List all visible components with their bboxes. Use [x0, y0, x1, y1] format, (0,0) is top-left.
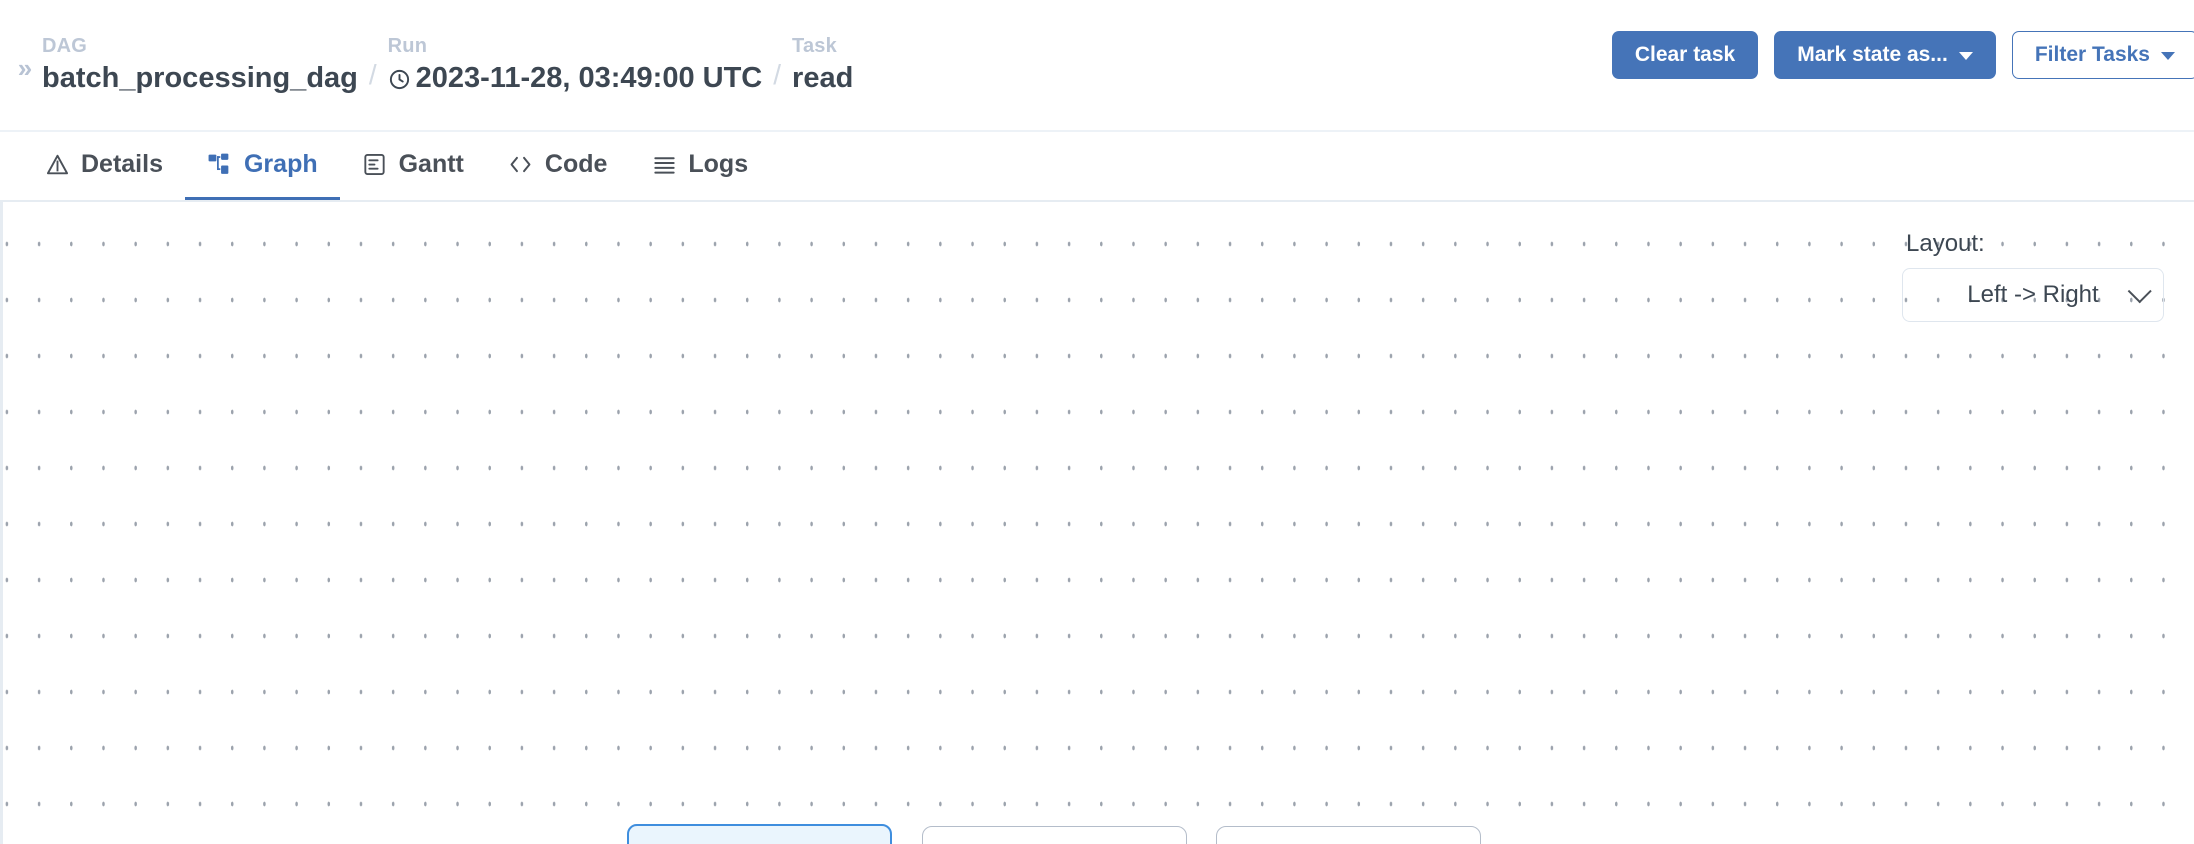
- breadcrumb-dag-value[interactable]: batch_processing_dag: [42, 61, 358, 94]
- layout-label: Layout:: [1906, 230, 1985, 257]
- breadcrumb-run-value: 2023-11-28, 03:49:00 UTC: [415, 61, 763, 94]
- layout-panel: Layout: Left -> Right: [1902, 230, 2164, 322]
- breadcrumb-run-label: Run: [387, 34, 428, 57]
- tab-bar: Details Graph Gantt: [0, 132, 2194, 201]
- alert-triangle-icon: [44, 152, 70, 178]
- breadcrumb-task: Task read: [792, 34, 853, 96]
- tab-code-label: Code: [544, 150, 608, 178]
- page-header: » DAG batch_processing_dag / Run 2023-11…: [0, 0, 2194, 132]
- breadcrumb-task-label: Task: [792, 34, 837, 57]
- gantt-chart-icon: [362, 152, 388, 178]
- breadcrumb-separator-2: /: [773, 58, 782, 90]
- breadcrumb-run-value-wrap[interactable]: 2023-11-28, 03:49:00 UTC: [388, 61, 763, 96]
- tab-details-label: Details: [81, 150, 163, 178]
- list-lines-icon: [651, 152, 677, 178]
- node-graph-icon: [207, 152, 233, 178]
- chevron-down-icon: [2161, 52, 2175, 60]
- graph-node-layer: read success PythonOperator process succ…: [3, 202, 2194, 844]
- clear-task-button[interactable]: Clear task: [1611, 31, 1759, 79]
- graph-canvas[interactable]: Layout: Left -> Right read success Pytho…: [0, 200, 2194, 844]
- tab-gantt-label: Gantt: [398, 150, 464, 178]
- clock-icon: [388, 68, 411, 91]
- tab-logs-label: Logs: [688, 150, 749, 178]
- breadcrumb-dag: DAG batch_processing_dag: [42, 34, 358, 96]
- breadcrumb-task-value: read: [792, 61, 854, 94]
- code-brackets-icon: [508, 152, 534, 178]
- tab-logs[interactable]: Logs: [629, 132, 770, 201]
- breadcrumb: DAG batch_processing_dag / Run 2023-11-2…: [42, 34, 853, 96]
- filter-tasks-button[interactable]: Filter Tasks: [2011, 31, 2194, 79]
- layout-select[interactable]: Left -> Right: [1902, 268, 2164, 322]
- tab-graph-label: Graph: [243, 150, 318, 178]
- breadcrumb-run: Run 2023-11-28, 03:49:00 UTC: [388, 34, 763, 96]
- breadcrumb-dag-label: DAG: [42, 34, 88, 57]
- filter-tasks-label: Filter Tasks: [2034, 43, 2150, 66]
- clear-task-label: Clear task: [1634, 43, 1736, 66]
- double-chevron-right-icon[interactable]: »: [17, 53, 33, 83]
- mark-state-as-button[interactable]: Mark state as...: [1774, 31, 1996, 79]
- task-node-write[interactable]: write success PythonOperator: [1216, 826, 1481, 844]
- breadcrumb-separator-1: /: [368, 58, 377, 90]
- tab-gantt[interactable]: Gantt: [340, 132, 486, 201]
- tab-graph[interactable]: Graph: [184, 132, 340, 201]
- tab-details[interactable]: Details: [22, 132, 185, 201]
- chevron-down-icon: [1958, 52, 1973, 60]
- task-node-process[interactable]: process success PythonOperator: [922, 826, 1187, 844]
- mark-state-as-label: Mark state as...: [1797, 43, 1948, 66]
- header-actions: Clear task Mark state as... Filter Tasks: [1611, 31, 2194, 79]
- tab-code[interactable]: Code: [486, 132, 630, 201]
- task-node-read[interactable]: read success PythonOperator: [627, 824, 892, 844]
- layout-select-value: Left -> Right: [1967, 281, 2099, 308]
